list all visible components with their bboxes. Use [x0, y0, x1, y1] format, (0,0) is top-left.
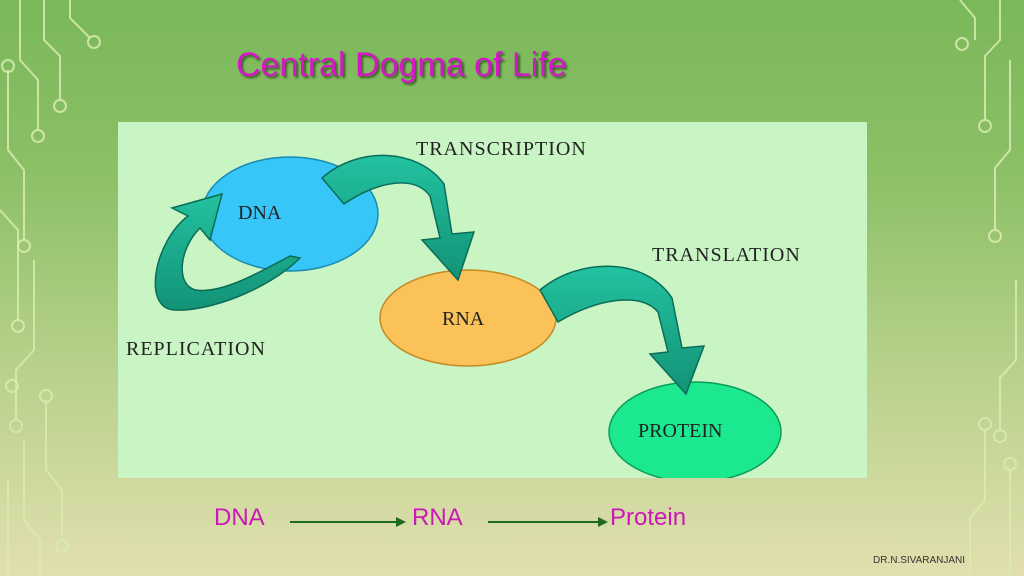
diagram-shapes	[154, 154, 782, 478]
translation-arrow	[539, 265, 706, 396]
slide-title: Central Dogma of Life	[236, 46, 567, 84]
dna-rna-protein-flow: DNA RNA Protein	[214, 504, 734, 536]
protein-node-label: PROTEIN	[638, 420, 723, 442]
flow-item-protein: Protein	[610, 504, 687, 531]
transcription-arrow	[320, 154, 476, 282]
replication-arrow	[154, 192, 302, 311]
protein-node	[608, 381, 782, 478]
dna-node-label: DNA	[238, 202, 282, 224]
flow-item-dna: DNA	[214, 504, 265, 531]
rna-node-label: RNA	[442, 308, 485, 330]
flow-arrow-2	[488, 517, 608, 527]
flow-item-rna: RNA	[412, 504, 463, 531]
transcription-label: TRANSCRIPTION	[416, 138, 587, 160]
author-credit: DR.N.SIVARANJANI	[873, 555, 966, 566]
translation-label: TRANSLATION	[652, 244, 801, 266]
flow-arrow-1	[290, 517, 406, 527]
replication-label: REPLICATION	[126, 338, 266, 360]
central-dogma-diagram: TRANSCRIPTION TRANSLATION REPLICATION DN…	[118, 122, 867, 478]
